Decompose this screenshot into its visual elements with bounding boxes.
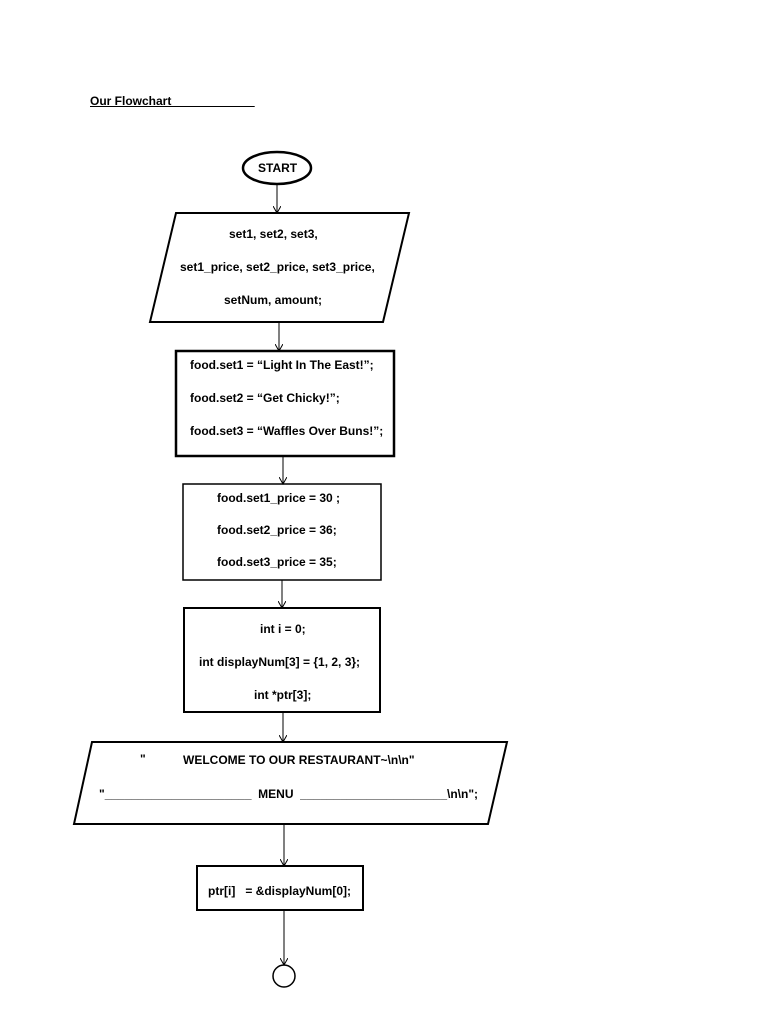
start-label: START bbox=[258, 161, 298, 175]
output-line-1-quote: " bbox=[140, 752, 146, 766]
prices-line-3: food.set3_price = 35; bbox=[217, 555, 337, 569]
input-line-2: set1_price, set2_price, set3_price, bbox=[180, 260, 375, 274]
diagram-title: Our Flowchart bbox=[90, 94, 255, 108]
process-box-variables bbox=[183, 607, 381, 713]
process-box-set-names bbox=[174, 349, 396, 458]
vars-line-1: int i = 0; bbox=[260, 622, 306, 636]
ptr-label: ptr[i] = &displayNum[0]; bbox=[208, 884, 352, 898]
input-parallelogram bbox=[148, 212, 411, 323]
output-line-2: "______________________ MENU ___________… bbox=[99, 787, 479, 801]
input-line-1: set1, set2, set3, bbox=[229, 227, 318, 241]
off-page-connector bbox=[272, 964, 296, 988]
process-box-pointer bbox=[196, 865, 364, 911]
input-line-3: setNum, amount; bbox=[224, 293, 323, 307]
output-line-1: WELCOME TO OUR RESTAURANT~\n\n" bbox=[183, 753, 415, 767]
prices-line-2: food.set2_price = 36; bbox=[217, 523, 337, 537]
vars-line-3: int *ptr[3]; bbox=[254, 688, 312, 702]
names-line-1: food.set1 = “Light In The East!”; bbox=[190, 358, 374, 372]
vars-line-2: int displayNum[3] = {1, 2, 3}; bbox=[199, 655, 361, 669]
output-parallelogram bbox=[72, 741, 509, 825]
prices-line-1: food.set1_price = 30 ; bbox=[217, 491, 341, 505]
names-line-3: food.set3 = “Waffles Over Buns!”; bbox=[190, 424, 384, 438]
names-line-2: food.set2 = “Get Chicky!”; bbox=[190, 391, 340, 405]
